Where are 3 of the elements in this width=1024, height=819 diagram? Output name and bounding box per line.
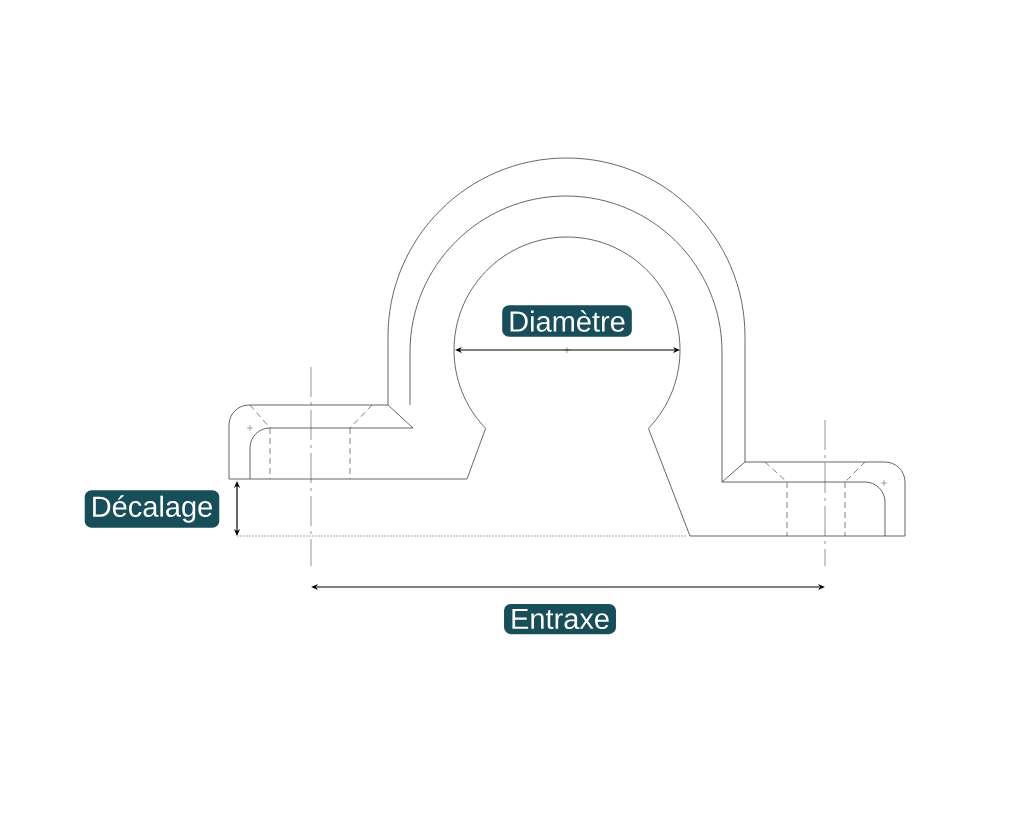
dimension-label: Entraxe [504,603,616,635]
dimension-label: Décalage [84,490,220,528]
dimension-label: Diamètre [502,305,632,337]
